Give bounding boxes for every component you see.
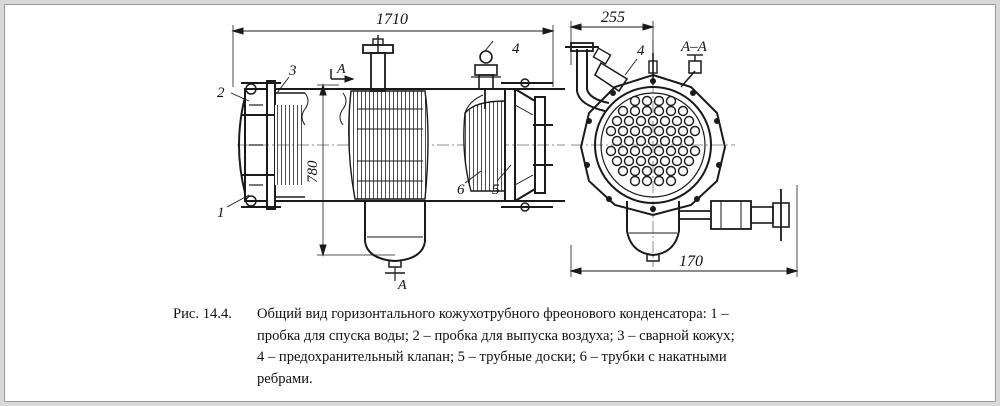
callout-4: 4 xyxy=(512,41,520,57)
drawing-labels: 1710 780 255 170 1 2 3 4 5 6 4 A A A–A xyxy=(217,9,708,293)
dim-width-255: 255 xyxy=(601,9,625,26)
caption-label: Рис. 14.4. xyxy=(173,306,232,322)
callout-1: 1 xyxy=(217,205,225,221)
caption-line-2: пробка для спуска воды; 2 – пробка для в… xyxy=(257,327,735,344)
figure-page: 1710 780 255 170 1 2 3 4 5 6 4 A A A–A Р… xyxy=(4,4,996,402)
section-title-a-a: A–A xyxy=(680,39,708,55)
caption-line-4: ребрами. xyxy=(257,370,313,387)
callout-4-end-view: 4 xyxy=(637,43,645,59)
section-mark-a-bottom: A xyxy=(397,278,407,293)
condenser-technical-drawing: 1710 780 255 170 1 2 3 4 5 6 4 A A A–A xyxy=(217,9,799,293)
callout-2: 2 xyxy=(217,85,225,101)
caption-line-3: 4 – предохранительный клапан; 5 – трубны… xyxy=(257,349,727,365)
end-view xyxy=(565,21,799,277)
callout-6: 6 xyxy=(457,182,465,198)
callout-5: 5 xyxy=(492,182,500,198)
figure-caption: Рис. 14.4. Общий вид горизонтального кожу… xyxy=(173,304,853,390)
dim-length-1710: 1710 xyxy=(376,11,408,28)
dim-pipe-170: 170 xyxy=(679,253,703,270)
caption-line-1: Общий вид горизонтального кожухотрубного… xyxy=(257,306,729,322)
callout-3: 3 xyxy=(288,63,297,79)
section-mark-a-top: A xyxy=(336,62,346,77)
side-view xyxy=(226,25,565,281)
dim-height-780: 780 xyxy=(305,160,321,183)
